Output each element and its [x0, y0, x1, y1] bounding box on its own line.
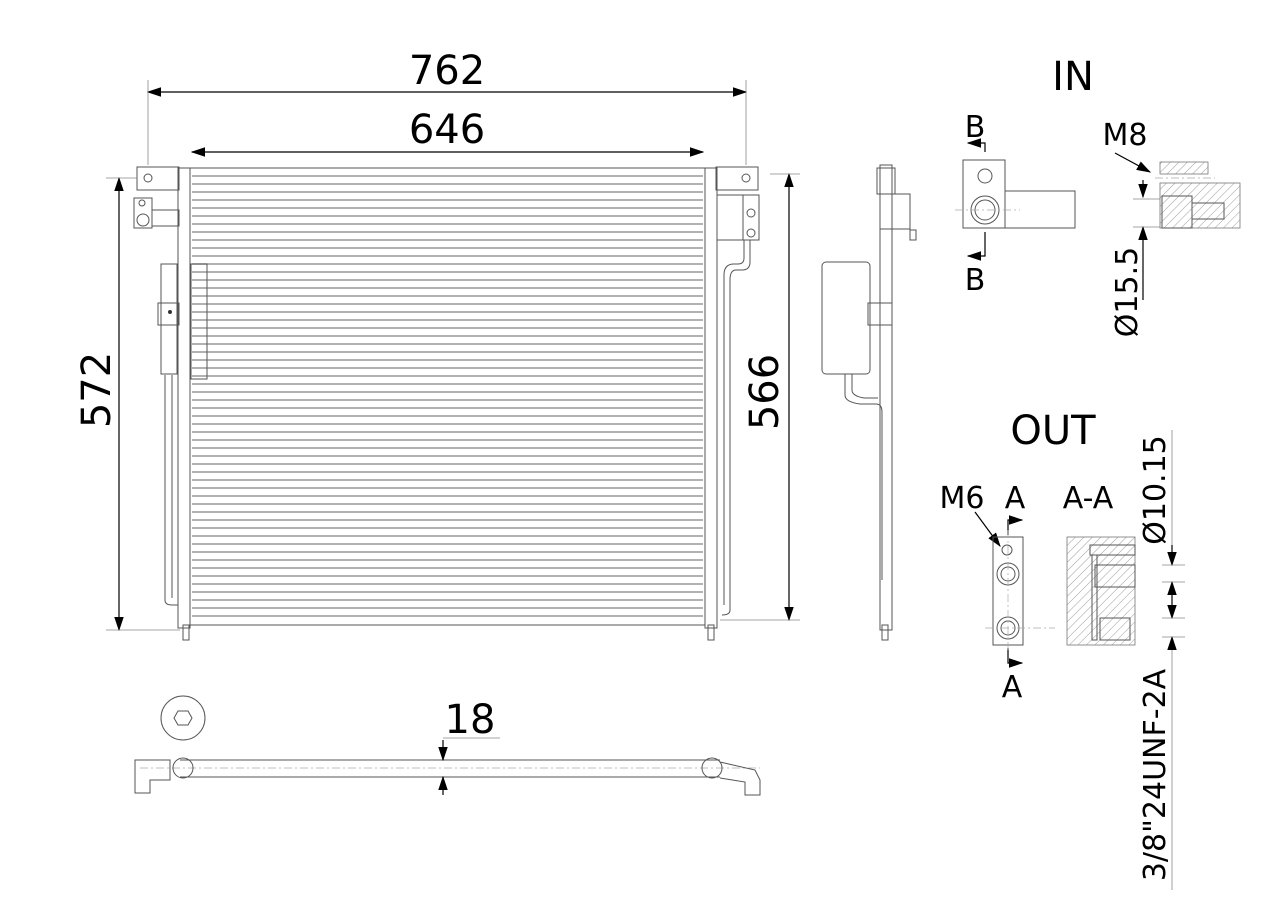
bottom-view: 18: [134, 695, 761, 796]
dimension-core-height: 566: [720, 172, 800, 622]
diameter-10-15: Ø10.15: [1138, 435, 1173, 545]
dim-572: 572: [74, 352, 120, 428]
section-b-bottom: B: [965, 263, 986, 298]
section-a-bottom: A: [1002, 670, 1023, 705]
core-outline: [189, 167, 706, 626]
left-tank: [177, 167, 191, 629]
dim-762: 762: [409, 48, 485, 94]
dimension-overall-height: 572: [74, 176, 180, 632]
dim-18: 18: [445, 697, 496, 743]
right-top-bracket: [715, 166, 759, 191]
left-top-bracket: [136, 166, 180, 191]
section-a-top: A: [1005, 481, 1026, 516]
thread-spec: 3/8"24UNF-2A: [1138, 668, 1173, 881]
bottom-receiver: [160, 695, 206, 741]
outlet-block: [716, 194, 744, 241]
dimension-overall-width: 762: [146, 48, 748, 165]
thread-m6: M6: [940, 481, 985, 516]
receiver-drier: [160, 263, 178, 375]
thread-m8: M8: [1103, 118, 1148, 153]
bracket-hole: [143, 173, 153, 183]
front-view: [133, 166, 760, 641]
diameter-15-5: Ø15.5: [1110, 247, 1145, 337]
left-pin: [182, 624, 190, 641]
dim-566: 566: [742, 354, 788, 430]
right-pin: [707, 624, 715, 641]
side-receiver-drier: [821, 261, 871, 375]
right-tank: [704, 167, 718, 629]
section-a-a-title: A-A: [1063, 481, 1114, 516]
inlet-port: [136, 213, 150, 227]
outlet-title: OUT: [1010, 408, 1096, 454]
inlet-block: [133, 197, 153, 229]
inlet-title: IN: [1052, 54, 1094, 100]
side-view: [821, 164, 917, 641]
outlet-detail: OUT M6 A A-A A Ø10.15 3/8"24UNF-2A: [940, 408, 1185, 890]
dim-646: 646: [409, 107, 485, 153]
core-tubes: [192, 175, 703, 617]
dimension-core-width: 646: [190, 107, 705, 157]
section-b-top: B: [965, 110, 986, 145]
inlet-detail: IN B B M8 Ø15.5: [955, 54, 1241, 337]
